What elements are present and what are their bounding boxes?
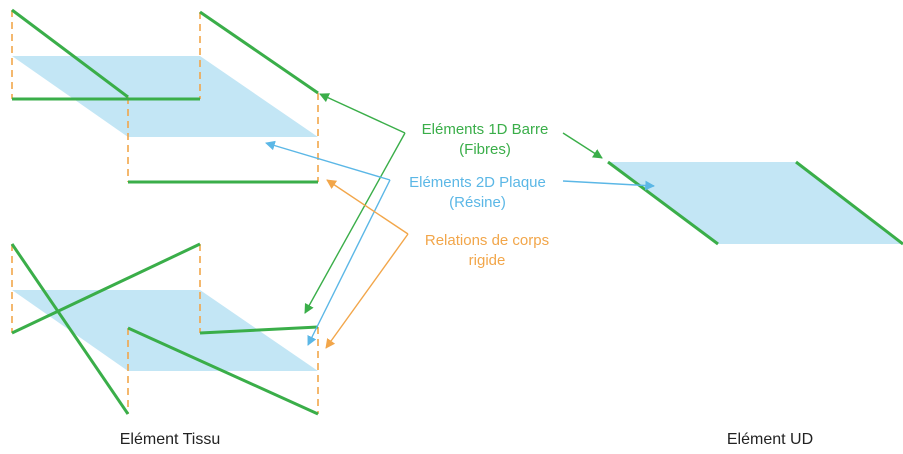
fibre-bar: [199, 10, 319, 95]
resin-label-line1: Eléments 2D Plaque: [409, 174, 546, 191]
caption-ud: Elément UD: [726, 431, 814, 448]
fibre-bar: [11, 242, 201, 335]
tissu-bottom-element: [10, 242, 319, 416]
ud-element: [607, 160, 903, 246]
arrow-to-top-fibre: [319, 93, 406, 134]
fibre-bar: [199, 325, 319, 335]
arrow-to-ud-plate: [562, 180, 655, 191]
tissu-top-element: [11, 8, 319, 184]
caption-tissu: Elément Tissu: [119, 431, 221, 448]
fibres-label-line1: Eléments 1D Barre: [421, 121, 549, 138]
fibres-label-line2: (Fibres): [459, 141, 511, 158]
rigid-label-line1: Relations de corps: [424, 232, 550, 249]
rigid-label-line2: rigide: [468, 252, 506, 269]
fibre-bar: [11, 8, 129, 99]
resin-plate: [12, 290, 318, 371]
fibre-bar: [10, 243, 130, 415]
arrow-to-bottom-plate: [307, 179, 391, 346]
rigid-label: Relations de corps rigide: [402, 231, 572, 271]
resin-plate: [12, 56, 318, 137]
fibre-bar: [607, 160, 719, 246]
arrow-to-ud-fibre: [562, 132, 603, 159]
fibre-bar: [795, 160, 903, 246]
fibre-bar: [127, 326, 319, 416]
arrow-to-bottom-rigid: [325, 233, 409, 349]
resin-arrows: [265, 140, 655, 346]
fibre-arrows: [304, 93, 603, 314]
arrow-to-top-rigid: [326, 179, 409, 235]
arrow-to-bottom-fibre: [304, 132, 406, 314]
resin-plate: [608, 162, 903, 244]
arrow-to-top-plate: [265, 140, 391, 181]
rigid-arrows: [325, 179, 409, 349]
resin-label-line2: (Résine): [449, 194, 506, 211]
resin-label: Eléments 2D Plaque (Résine): [390, 173, 565, 213]
fibres-label: Eléments 1D Barre (Fibres): [400, 120, 570, 160]
